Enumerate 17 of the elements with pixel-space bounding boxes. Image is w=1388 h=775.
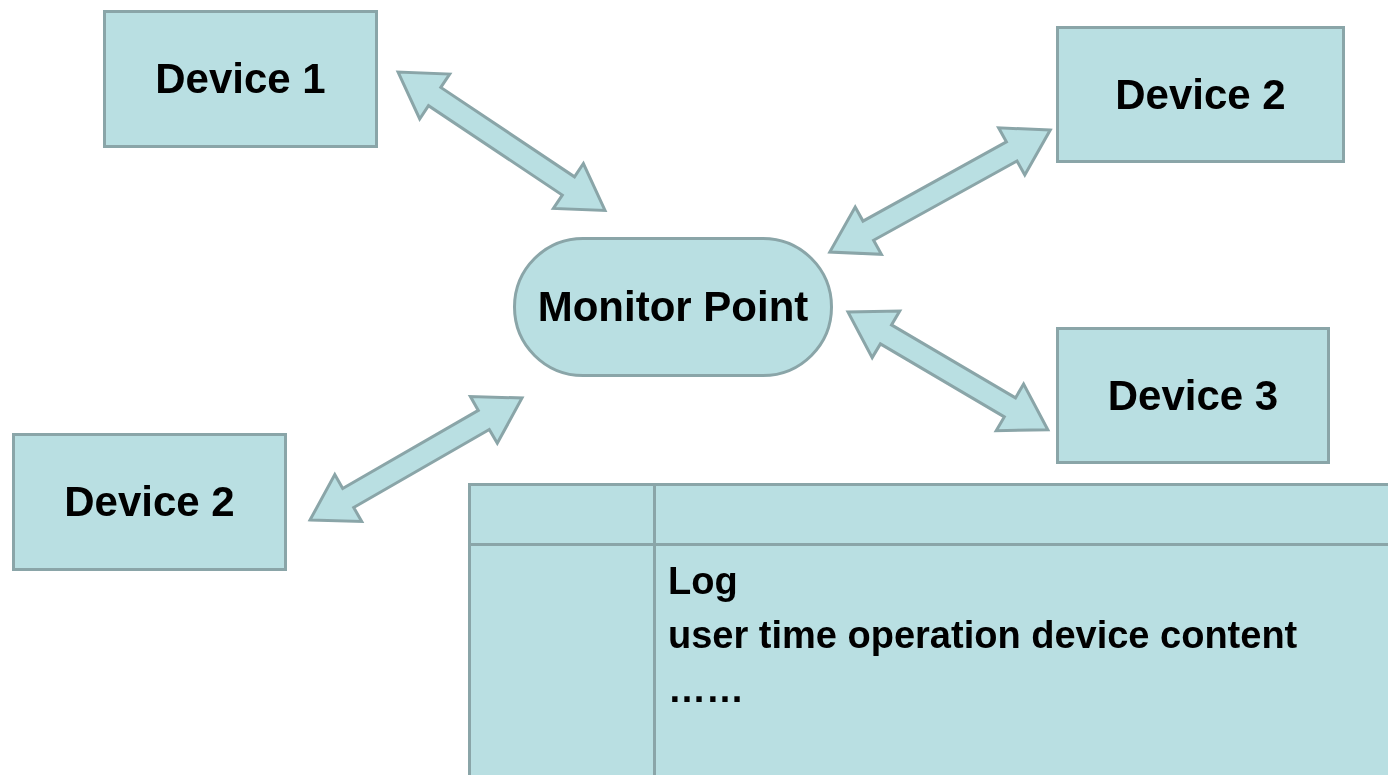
node-label: Device 3 xyxy=(1107,370,1279,421)
double-arrow xyxy=(827,126,1053,256)
node-label: Device 2 xyxy=(64,477,235,527)
node-label: Device 1 xyxy=(155,54,326,104)
log-window-panel xyxy=(468,483,1388,775)
double-arrow xyxy=(845,309,1051,433)
double-arrow xyxy=(395,70,608,212)
device-box xyxy=(1056,327,1330,464)
node-label: Monitor Point xyxy=(537,282,809,332)
node-label: Device 2 xyxy=(1115,69,1286,120)
device-box xyxy=(1056,26,1345,163)
double-arrow xyxy=(307,394,525,523)
device-box xyxy=(103,10,378,148)
device-box xyxy=(12,433,287,571)
log-text: user time operation device content xyxy=(668,613,1299,658)
log-text: …… xyxy=(668,667,745,712)
log-text: Log xyxy=(668,559,739,604)
